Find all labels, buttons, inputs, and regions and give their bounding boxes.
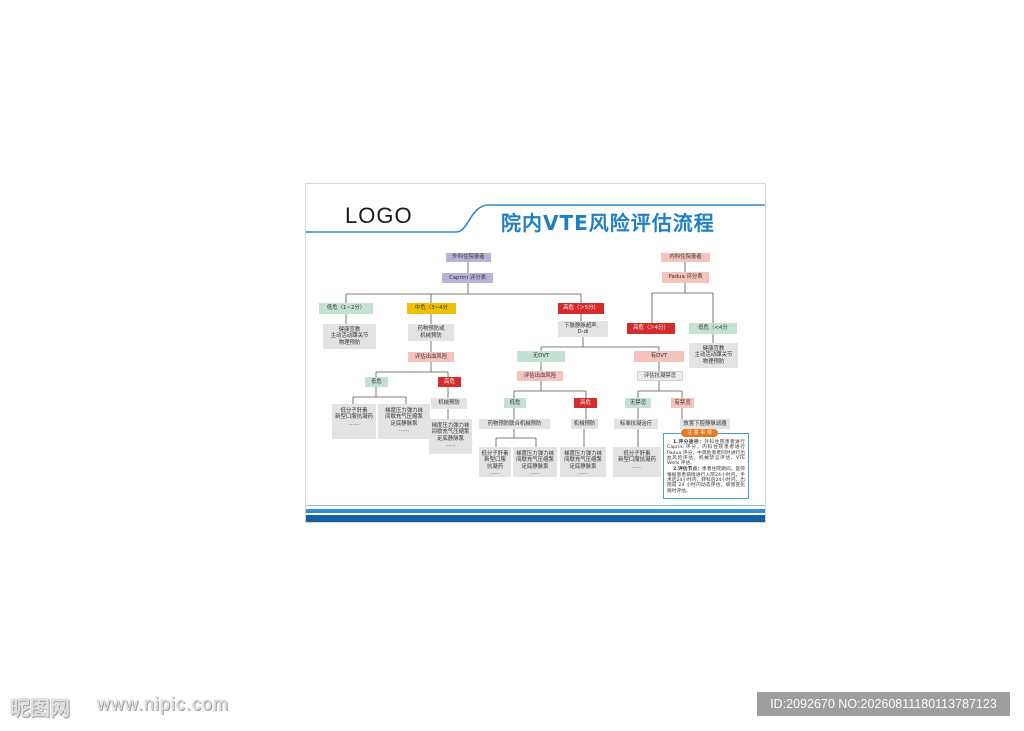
no-dvt-mechanical-box: 梯度压力弹力袜 间歇充气压缩泵 足底静脉泵 ...... — [513, 447, 557, 477]
note-item: 1.评分途径：外科住院患者进行 Caprini 评分，内科住院患者进行 Padu… — [667, 440, 745, 466]
has-contraindication-tag: 有禁忌 — [671, 398, 694, 408]
mid-high-mechanical-node: 机械预防 — [431, 398, 467, 409]
combined-prevention-node: 药物预防联合机械预防 — [479, 419, 550, 429]
surgical-mid-risk-tag: 中危（3~4分 — [407, 303, 456, 314]
surgical-high-risk-tag: 高危（＞5分） — [558, 303, 604, 314]
anticoagulation-drug-box: 低分子肝素 新型口服抗凝药 ...... — [613, 447, 661, 477]
no-contraindication-tag: 无禁忌 — [625, 398, 651, 408]
no-dvt-bleed-low-tag: 低危 — [504, 398, 526, 408]
surgical-mid-action-box: 药物预防或 机械预防 — [408, 324, 454, 341]
page-title: 院内VTE风险评估流程 — [501, 211, 715, 235]
vte-flowchart-poster: LOGO 院内VTE风险评估流程 外科住院患者 Caprini 评分表 低危（1… — [305, 183, 766, 523]
surgical-patient-node: 外科住院患者 — [446, 253, 491, 262]
watermark-site-logo: 昵图网 — [10, 696, 70, 720]
ivc-filter-node: 放置下腔静脉滤器 — [680, 419, 730, 429]
notes-title-badge: 注 意 事 项 — [681, 429, 718, 437]
caprini-scale-node: Caprini 评分表 — [442, 273, 493, 283]
surgical-low-risk-tag: 低危（1~2分） — [319, 303, 373, 314]
watermark-url: www.nipic.com — [97, 694, 230, 714]
no-dvt-bleed-high-tag: 高危 — [574, 398, 597, 408]
logo-placeholder: LOGO — [345, 203, 413, 228]
no-dvt-high-mechanical-node: 机械预防 — [571, 419, 598, 429]
standard-anticoagulation-node: 标准抗凝治疗 — [614, 419, 658, 429]
no-dvt-tag: 无DVT — [517, 351, 565, 362]
connector-lines — [306, 204, 765, 447]
medical-low-risk-tag: 低危（<4分 — [689, 323, 737, 334]
watermark-id-badge: ID:2092670 NO:20260811180113787123 — [757, 692, 1010, 716]
medical-low-action-box: 健康宣教 主动活动踝关节 物理预防 — [689, 343, 738, 368]
no-dvt-drug-box: 低分子肝素 新型口服 抗凝药 ...... — [479, 447, 511, 477]
mid-high-mechanical-box: 梯度压力弹力袜 间歇充气压缩泵 足底静脉泵 ...... — [429, 419, 472, 454]
note-item: 2.评估节点：患者住院期间，医师根据患者病情进行入院24小时内，手术后24小时内… — [667, 467, 745, 493]
note-label: 1.评分途径： — [673, 440, 705, 445]
mid-bleeding-assessment-node: 评估出血风险 — [408, 352, 454, 362]
mid-low-drug-box: 低分子肝素 新型口服抗凝药 ...... — [332, 404, 376, 439]
contraindication-assessment-node: 评估抗凝禁忌 — [637, 371, 683, 381]
padua-scale-node: Padua 评分表 — [662, 272, 709, 283]
has-dvt-tag: 有DVT — [634, 351, 684, 362]
no-dvt-high-mechanical-box: 梯度压力弹力袜 间歇充气压缩泵 足底静脉泵 ...... — [560, 447, 606, 477]
note-label: 2.评估节点： — [673, 467, 703, 473]
medical-patient-node: 内科住院患者 — [661, 253, 710, 262]
mid-bleeding-low-tag: 低危 — [365, 377, 388, 387]
note-text: 患者住院期间，医师根据患者病情进行入院24小时内，手术后24小时内，转科后24小… — [667, 467, 745, 494]
note-text: 外科住院患者进行 Caprini 评分，内科住院患者进行 Padua 评分，中高… — [667, 440, 745, 467]
medical-high-risk-tag: 高危（＞4分） — [627, 323, 675, 334]
bottom-band-thin — [306, 505, 765, 506]
notes-box: 1.评分途径：外科住院患者进行 Caprini 评分，内科住院患者进行 Padu… — [663, 433, 749, 499]
header-curve-line — [306, 204, 765, 233]
surgical-low-action-box: 健康宣教 主动活动踝关节 物理预防 — [323, 324, 376, 349]
mid-bleeding-high-tag: 高危 — [438, 377, 461, 387]
ultrasound-exam-box: 下肢静脉超声、 D-di — [558, 321, 608, 337]
mid-low-mechanical-box: 梯度压力弹力袜 间歇充气压缩泵 足底静脉泵 ...... — [378, 404, 430, 439]
bottom-band-dark — [306, 515, 765, 522]
no-dvt-bleeding-node: 评估出血风险 — [517, 371, 563, 381]
bottom-band-mid — [306, 509, 765, 513]
